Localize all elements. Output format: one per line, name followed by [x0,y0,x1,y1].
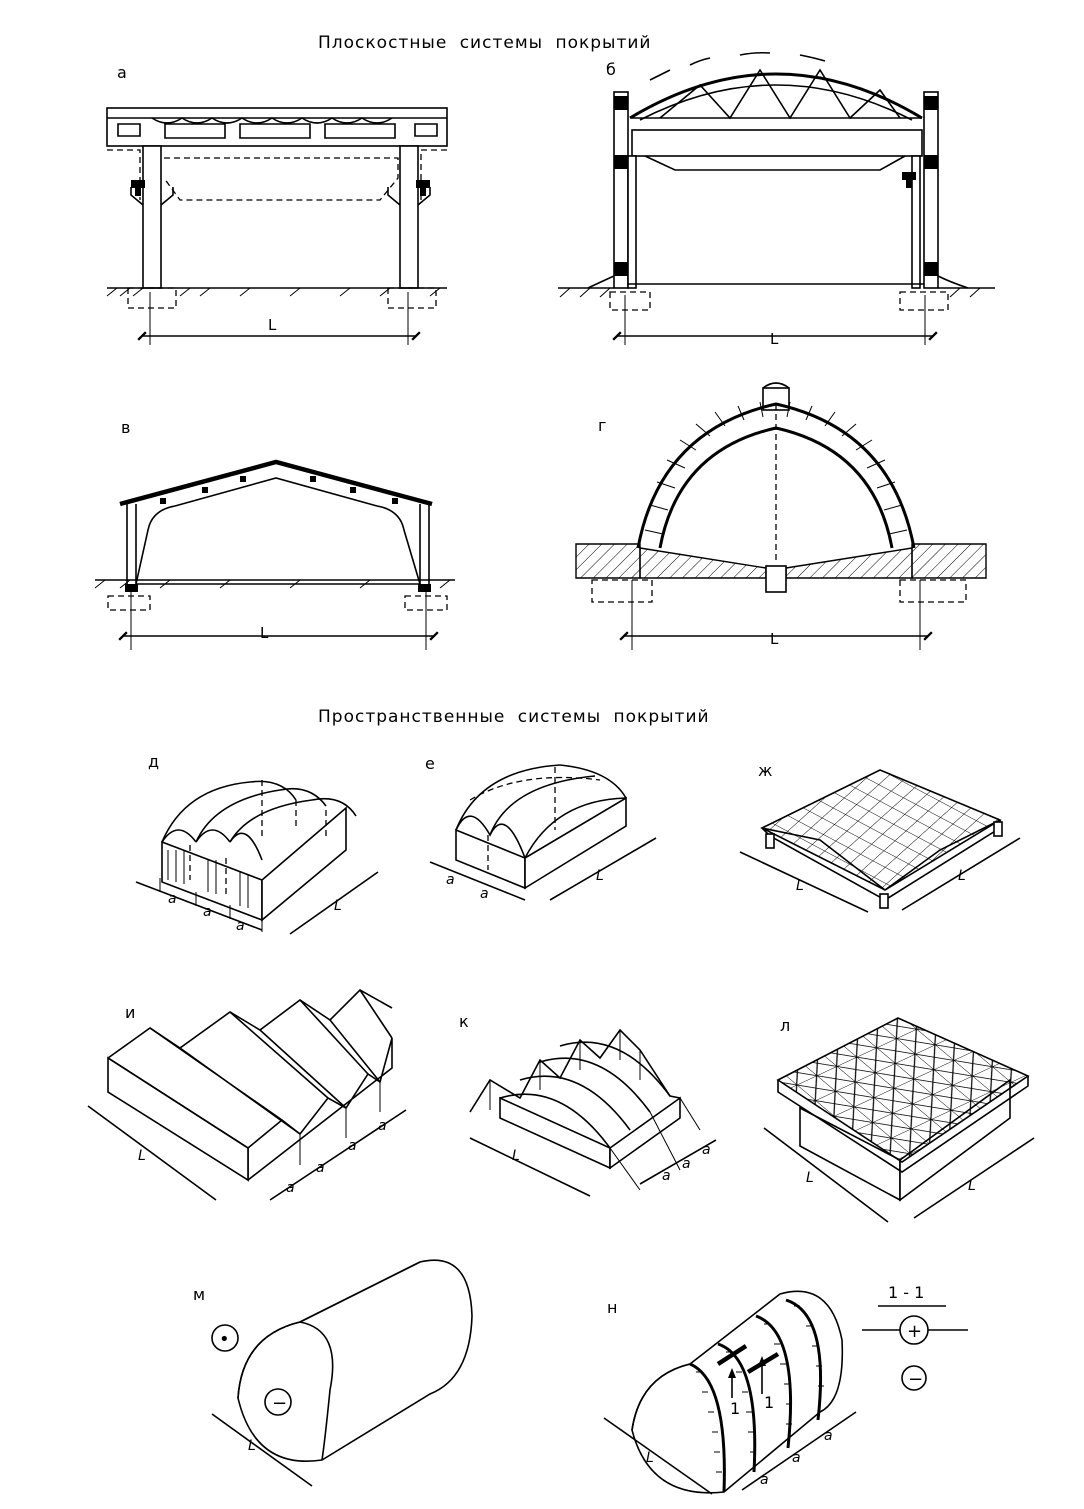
module-dim-d-1: a [168,891,177,907]
figure-zh-grid-shell: ж L L [739,761,1021,913]
span-dim-v: L [260,624,269,642]
span-dim-l-1: L [806,1170,814,1186]
figure-k-suspended-roof: к L a a a [459,1012,717,1197]
label-e: е [425,754,435,773]
span-dim-m: L [248,1438,256,1454]
section-title: 1 - 1 [888,1283,924,1302]
module-dim-n-3: a [824,1428,833,1444]
module-dim-i-2: a [316,1160,325,1176]
figure-n-ribbed-vault: н 1 1 L a a a [603,1290,857,1495]
section-1-1: 1 - 1 + − [862,1283,968,1391]
span-dim-l-2: L [968,1178,976,1194]
figure-v-gable-frame: в L [94,418,455,650]
label-g: г [598,416,606,435]
figure-e-double-vault: е a a L [425,754,657,902]
figure-m-pneumatic-shell: м • − L [193,1259,473,1487]
label-d: д [148,752,159,771]
planar-systems-title: Плоскостные системы покрытий [318,33,651,53]
label-n: н [607,1298,617,1317]
span-dim-zh-1: L [796,878,804,894]
symbol-m-minus: − [272,1393,287,1414]
figure-b-arch-truss: б L [558,51,995,348]
section-minus: − [908,1369,923,1390]
module-dim-e-2: a [480,886,489,902]
label-m: м [193,1285,205,1304]
module-dim-d-3: a [236,918,245,934]
span-dim-a: L [268,316,277,334]
figure-a-slab-frame: а L [106,63,448,345]
module-dim-k-3: a [702,1142,711,1158]
span-dim-i: L [138,1148,146,1164]
module-dim-i-1: a [286,1180,295,1196]
module-dim-e-1: a [446,872,455,888]
label-k: к [459,1012,469,1031]
span-dim-g: L [770,630,779,648]
label-v: в [121,418,130,437]
section-plus: + [907,1321,922,1342]
label-b: б [606,60,616,79]
module-dim-n-2: a [792,1450,801,1466]
module-dim-k-2: a [682,1156,691,1172]
label-l: л [780,1016,790,1035]
span-dim-n: L [646,1450,654,1466]
symbol-m-dot: • [219,1329,230,1350]
figure-g-dome-arch: г L [575,382,987,650]
figure-l-space-frame: л L L [763,1016,1035,1223]
spatial-systems-title: Пространственные системы покрытий [318,707,710,727]
span-dim-k: L [512,1148,520,1164]
cut-mark-2: 1 [764,1393,774,1412]
module-dim-d-2: a [203,904,212,920]
label-i: и [125,1003,135,1022]
span-dim-d: L [334,898,342,914]
module-dim-i-3: a [348,1138,357,1154]
span-dim-b: L [770,330,779,348]
module-dim-n-1: a [760,1472,769,1488]
module-dim-i-4: a [378,1118,387,1134]
cut-mark-1: 1 [730,1399,740,1418]
label-a: а [117,63,127,82]
figure-d-barrel-vaults: д a a a L [135,752,379,935]
span-dim-e: L [596,868,604,884]
span-dim-zh-2: L [958,868,966,884]
label-zh: ж [758,761,772,780]
module-dim-k-1: a [662,1168,671,1184]
figure-i-folded-plates: и L a a a a [87,989,407,1201]
